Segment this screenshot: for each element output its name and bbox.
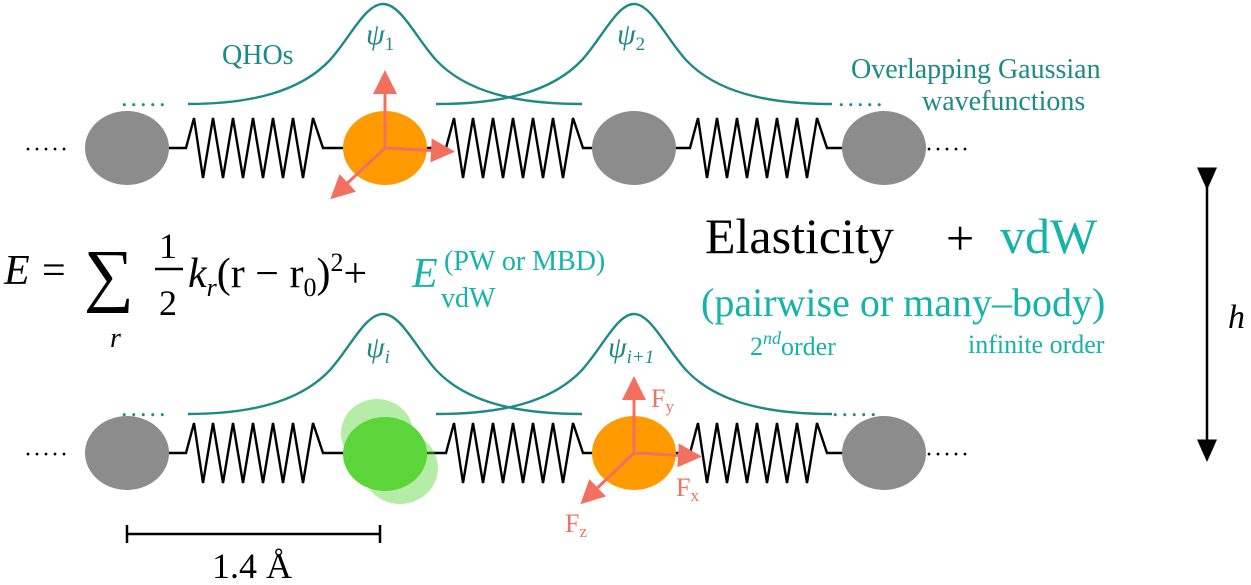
- top-label-psi1: ψ1: [366, 18, 394, 55]
- bottom-label-psi-i1: ψi+1: [608, 331, 654, 368]
- bottom-wave-dots-right: .....: [832, 393, 880, 422]
- bottom-spring-3: [672, 422, 846, 484]
- bottom-chain: ..... ..... ····· ····· ψi ψi+1 Fy Fx Fz: [24, 312, 970, 541]
- headline-elasticity: Elasticity: [705, 208, 894, 264]
- top-label-overlap-line1: Overlapping Gaussian: [851, 54, 1101, 85]
- eq-k-term: kr(r − r0)2+: [188, 248, 367, 302]
- headline-vdw: vdW: [1000, 208, 1098, 264]
- eq-sum: ∑: [84, 237, 134, 314]
- top-wave-dots-left: .....: [121, 83, 169, 112]
- top-spring-3: [672, 117, 846, 179]
- top-axis-diag: [330, 146, 387, 200]
- bottom-chain-dots-right: ·····: [925, 442, 970, 468]
- scale-bar-label: 1.4 Å: [212, 546, 292, 585]
- energy-equation: E = ∑ r 1 2 kr(r − r0)2+ E (PW or MBD) v…: [3, 226, 605, 354]
- top-spring-2: [426, 117, 598, 179]
- top-axis-right: [384, 138, 455, 163]
- top-label-psi2: ψ2: [617, 18, 645, 55]
- bottom-atom-gray-1: [85, 416, 169, 490]
- top-chain-dots-right: ·····: [925, 137, 970, 163]
- height-marker-label: h: [1228, 299, 1245, 336]
- headline: Elasticity + vdW (pairwise or many–body)…: [701, 208, 1105, 361]
- bottom-chain-dots-left: ·····: [24, 442, 69, 468]
- top-spring-1: [166, 117, 345, 179]
- top-atom-gray-2: [592, 111, 676, 185]
- bottom-atom-gray-3: [842, 416, 926, 490]
- eq-frac-num: 1: [159, 226, 177, 266]
- force-arrow-z: [580, 451, 636, 505]
- bottom-spring-1: [166, 422, 345, 484]
- height-marker: h: [1197, 167, 1245, 462]
- force-arrow-x: [633, 443, 702, 468]
- headline-order-infinite: infinite order: [968, 330, 1105, 359]
- eq-lhs: E: [3, 248, 30, 294]
- bottom-gaussian-psi-i: [187, 312, 583, 416]
- bottom-spring-2: [426, 422, 598, 484]
- bottom-atom-green: [343, 417, 427, 491]
- top-label-qhos: QHOs: [222, 40, 294, 71]
- eq-frac-den: 2: [159, 283, 177, 323]
- top-atom-gray-3: [842, 111, 926, 185]
- top-gaussian-psi2: [435, 2, 833, 106]
- top-chain-dots-left: ·····: [24, 137, 69, 163]
- eq-evdw: E: [411, 251, 438, 297]
- force-label-fz: Fz: [565, 509, 587, 541]
- top-chain: ..... ..... ····· ····· QHOs ψ1 ψ2 Overl…: [24, 2, 1101, 200]
- headline-order-2nd: 2ndorder: [750, 328, 836, 361]
- scale-bar: 1.4 Å: [125, 525, 382, 585]
- top-gaussian-psi1: [187, 2, 583, 106]
- top-atom-gray-1: [85, 111, 169, 185]
- headline-subtitle: (pairwise or many–body): [701, 280, 1105, 325]
- eq-sum-index: r: [110, 323, 121, 354]
- eq-equals: =: [42, 248, 66, 294]
- eq-evdw-sub: vdW: [441, 283, 496, 314]
- headline-plus: +: [946, 210, 974, 266]
- force-label-fy: Fy: [651, 384, 674, 416]
- bottom-label-psi-i: ψi: [366, 331, 390, 368]
- top-label-overlap-line2: wavefunctions: [922, 86, 1085, 117]
- top-wave-dots-right: .....: [838, 83, 886, 112]
- bottom-gaussian-psi-i1: [435, 312, 833, 416]
- eq-evdw-sup: (PW or MBD): [444, 246, 605, 277]
- force-label-fx: Fx: [676, 473, 699, 505]
